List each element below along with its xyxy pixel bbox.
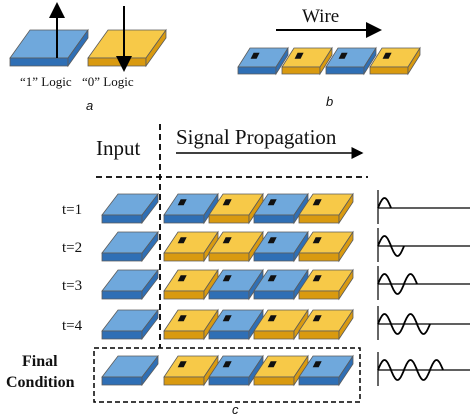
electrode-pad (222, 315, 232, 322)
propagation-magnet (208, 308, 264, 341)
final-label-line1: Final (22, 353, 58, 370)
time-step-label: t=4 (62, 318, 83, 334)
electrode-pad (222, 275, 232, 282)
panel-a: “1” Logic “0” Logic a (9, 2, 167, 113)
electrode-pad (222, 237, 232, 244)
propagation-magnet (298, 354, 354, 387)
final-label-line2: Condition (6, 374, 75, 391)
electrode-pad (312, 199, 322, 206)
propagation-magnet (208, 354, 264, 387)
electrode-pad (312, 315, 322, 322)
electrode-pad (177, 237, 187, 244)
logic-one-magnet (9, 28, 89, 68)
electrode-pad (312, 275, 322, 282)
electrode-pad (222, 199, 232, 206)
input-heading: Input (96, 136, 140, 160)
electrode-pad (250, 52, 260, 59)
panel-b-caption: b (326, 94, 333, 109)
electrode-pad (382, 52, 392, 59)
propagation-magnet (298, 268, 354, 301)
wire-magnet-3 (325, 46, 377, 76)
electrode-pad (222, 361, 232, 368)
electrode-pad (312, 237, 322, 244)
wire-title: Wire (302, 6, 339, 27)
propagation-magnet (253, 308, 309, 341)
logic-zero-magnet (87, 28, 167, 68)
panel-c-caption: c (232, 402, 239, 416)
time-step-label: t=3 (62, 278, 82, 294)
input-magnet (101, 354, 159, 387)
final-condition-box (93, 347, 361, 403)
electrode-pad (267, 199, 277, 206)
propagation-magnet (298, 192, 354, 225)
propagation-magnet (253, 192, 309, 225)
electrode-pad (177, 361, 187, 368)
electrode-pad (177, 199, 187, 206)
propagation-magnet (253, 230, 309, 263)
electrode-pad (294, 52, 304, 59)
electrode-pad (267, 237, 277, 244)
electrode-pad (267, 275, 277, 282)
panel-a-caption: a (86, 98, 93, 113)
logic-zero-label: “0” Logic (82, 74, 134, 89)
time-step-label: t=1 (62, 202, 82, 218)
propagation-magnet (298, 308, 354, 341)
propagation-magnet (163, 354, 219, 387)
time-step-label: t=2 (62, 240, 82, 256)
waveform-curve (377, 197, 392, 209)
panel-b: Wire b (237, 6, 421, 109)
electrode-pad (267, 315, 277, 322)
waveform-curve (377, 313, 431, 335)
propagation-magnet (163, 308, 219, 341)
wire-magnet-1 (237, 46, 289, 76)
propagation-magnet (163, 230, 219, 263)
input-magnet (101, 192, 159, 225)
propagation-magnet (253, 268, 309, 301)
waveform-curve (377, 273, 418, 295)
electrode-pad (177, 315, 187, 322)
propagation-magnet (208, 230, 264, 263)
input-magnet (101, 268, 159, 301)
propagation-magnet (298, 230, 354, 263)
waveform-curve (377, 235, 405, 257)
electrode-pad (177, 275, 187, 282)
propagation-magnet (163, 192, 219, 225)
logic-one-label: “1” Logic (20, 74, 72, 89)
signal-propagation-heading: Signal Propagation (176, 125, 337, 149)
electrode-pad (312, 361, 322, 368)
input-magnet (101, 308, 159, 341)
electrode-pad (338, 52, 348, 59)
propagation-magnet (253, 354, 309, 387)
wire-magnet-4 (369, 46, 421, 76)
electrode-pad (267, 361, 277, 368)
propagation-magnet (208, 268, 264, 301)
wire-magnet-2 (281, 46, 333, 76)
waveform-curve (377, 359, 444, 381)
input-magnet (101, 230, 159, 263)
panel-c: Input Signal Propagation t=1 t=2 t=3 t=4 Fi… (6, 124, 470, 416)
propagation-magnet (208, 192, 264, 225)
